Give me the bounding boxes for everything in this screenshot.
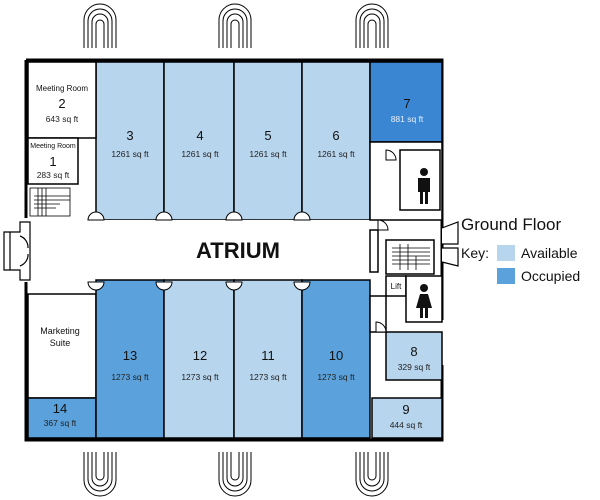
left-stairs-icon (29, 187, 71, 217)
unit-14-area: 367 sq ft (44, 418, 77, 428)
unit-4-area: 1261 sq ft (181, 149, 219, 159)
unit-1-area: 283 sq ft (37, 170, 70, 180)
unit-8-area: 329 sq ft (398, 362, 431, 372)
male-toilet-icon (418, 168, 430, 204)
unit-14[interactable]: 14 367 sq ft (27, 397, 97, 439)
unit-9-area: 444 sq ft (390, 420, 423, 430)
legend-key-label: Key: (461, 245, 489, 261)
unit-1-number: 1 (49, 154, 56, 169)
unit-4-number: 4 (196, 128, 203, 143)
unit-3[interactable]: 3 1261 sq ft (95, 61, 165, 221)
unit-2-area: 643 sq ft (46, 114, 79, 124)
unit-4[interactable]: 4 1261 sq ft (163, 61, 235, 221)
unit-6[interactable]: 6 1261 sq ft (301, 61, 371, 221)
marketing-suite[interactable]: Marketing Suite (27, 293, 97, 399)
unit-12[interactable]: 12 1273 sq ft (163, 279, 235, 439)
unit-13[interactable]: 13 1273 sq ft (95, 279, 165, 439)
unit-11[interactable]: 11 1273 sq ft (233, 279, 303, 439)
stairs-icon (392, 244, 430, 270)
unit-5-number: 5 (264, 128, 271, 143)
unit-2-label: Meeting Room (36, 84, 88, 93)
legend-available-swatch (497, 245, 515, 261)
unit-13-number: 13 (123, 348, 137, 363)
bottom-entrance-stairs (83, 452, 389, 497)
legend-occupied-swatch (497, 268, 515, 284)
top-entrance-stairs (83, 3, 389, 48)
unit-1-label: Meeting Room (30, 143, 76, 150)
atrium-label: ATRIUM (196, 238, 280, 263)
unit-1-meeting-room[interactable]: Meeting Room 1 283 sq ft (27, 137, 79, 185)
unit-10[interactable]: 10 1273 sq ft (301, 279, 371, 439)
female-toilet-icon (416, 284, 432, 318)
lift-label: Lift (391, 282, 402, 291)
unit-6-number: 6 (332, 128, 339, 143)
unit-10-number: 10 (329, 348, 343, 363)
unit-12-area: 1273 sq ft (181, 372, 219, 382)
legend-available-label: Available (521, 245, 578, 261)
unit-6-area: 1261 sq ft (317, 149, 355, 159)
atrium-door-swings (87, 211, 311, 291)
unit-13-area: 1273 sq ft (111, 372, 149, 382)
unit-2-meeting-room[interactable]: Meeting Room 2 643 sq ft (27, 61, 97, 139)
unit-8-number: 8 (410, 344, 417, 359)
unit-11-area: 1273 sq ft (249, 372, 287, 382)
atrium: ATRIUM (28, 220, 378, 282)
unit-5[interactable]: 5 1261 sq ft (233, 61, 303, 221)
right-entrance-doors (441, 221, 459, 267)
right-door-swings (375, 149, 397, 333)
floor-title: Ground Floor (461, 215, 561, 234)
unit-11-number: 11 (261, 348, 275, 363)
right-core (369, 141, 443, 333)
unit-10-area: 1273 sq ft (317, 372, 355, 382)
unit-9-number: 9 (402, 402, 409, 417)
legend: Ground Floor Key: Available Occupied (461, 215, 580, 284)
unit-8[interactable]: 8 329 sq ft (385, 331, 443, 381)
unit-3-number: 3 (126, 128, 133, 143)
marketing-suite-line1: Marketing (40, 326, 80, 336)
unit-5-area: 1261 sq ft (249, 149, 287, 159)
marketing-suite-line2: Suite (50, 338, 71, 348)
unit-9[interactable]: 9 444 sq ft (371, 397, 443, 439)
legend-occupied-label: Occupied (521, 268, 580, 284)
unit-7-area: 881 sq ft (391, 114, 424, 124)
unit-2-number: 2 (58, 96, 65, 111)
unit-12-number: 12 (193, 348, 207, 363)
left-entrance-doors (3, 221, 31, 281)
unit-7-number: 7 (403, 96, 410, 111)
unit-3-area: 1261 sq ft (111, 149, 149, 159)
unit-7[interactable]: 7 881 sq ft (369, 61, 443, 143)
unit-14-number: 14 (53, 401, 67, 416)
